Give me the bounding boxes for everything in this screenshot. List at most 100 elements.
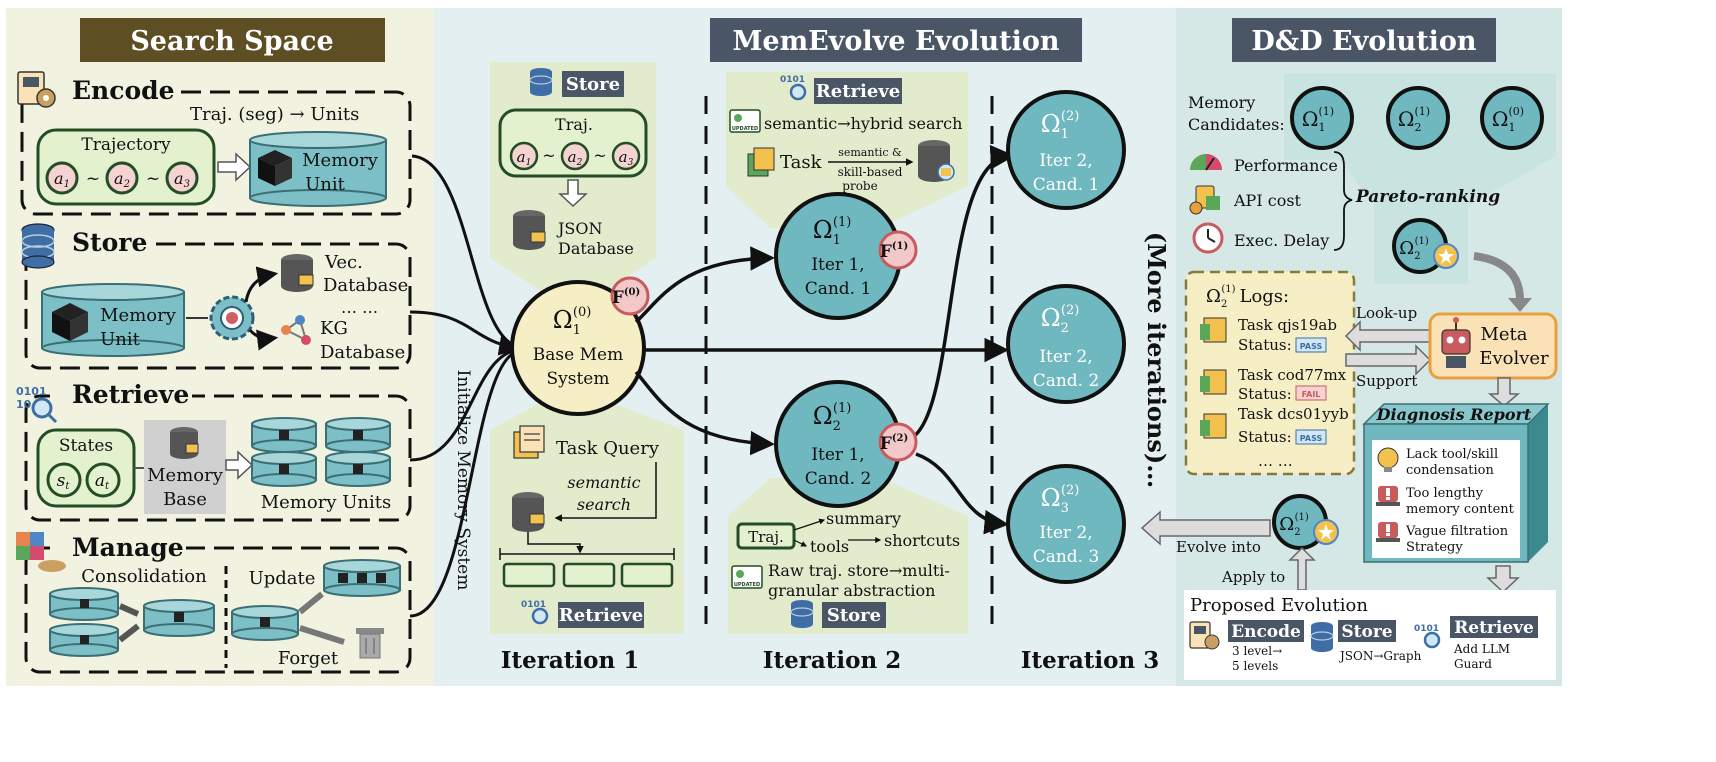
cand3-omega: Ω (1492, 107, 1509, 131)
store-a3-sub: 3 (628, 158, 634, 168)
kg-db-line1: KG (320, 318, 348, 339)
pass-badge-2 (1295, 429, 1327, 445)
proposed-retrieve-desc2: Guard (1454, 657, 1492, 671)
proposed-retrieve-desc1: Add LLM (1453, 642, 1510, 656)
log-task-1-status: Status: (1238, 336, 1292, 354)
candidate-2 (1386, 86, 1450, 150)
i1c1-sup: (1) (833, 215, 851, 230)
svg-text:0101: 0101 (521, 600, 546, 610)
a3-text: a (174, 169, 184, 188)
i1c2-sup: (1) (833, 401, 851, 416)
memory-units-label: Memory Units (261, 492, 391, 513)
consolidation-label: Consolidation (81, 566, 207, 587)
puzzle-handshake-icon (16, 532, 66, 572)
store-panel-2-label: Store (790, 600, 886, 628)
retrieve-2-db-icon (918, 140, 955, 182)
forget-arrow (299, 625, 345, 645)
i2c3-sub: 3 (1061, 501, 1069, 516)
store-traj-label: Traj. (555, 115, 593, 134)
flow-arrows (634, 144, 1015, 535)
diag-3-line1: Vague filtration (1405, 524, 1509, 539)
log-task-2-status: Status: (1238, 385, 1292, 403)
iter2-cand3-node (1006, 464, 1126, 584)
tilde-1: ~ (86, 169, 100, 189)
store-2-db-icon (790, 600, 814, 628)
memevolve-title: MemEvolve Evolution (733, 26, 1060, 57)
cand3-sup: (0) (1509, 105, 1525, 118)
base-omega-sup: (0) (573, 305, 591, 320)
diag-1-line1: Lack tool/skill (1406, 447, 1498, 462)
i1c1-omega: Ω (813, 216, 833, 244)
consolidation-cylinders (49, 587, 215, 657)
clock-icon (1192, 222, 1224, 254)
api-cost-label: API cost (1233, 191, 1302, 210)
store-down-arrow (558, 179, 588, 208)
svg-text:Ω2(1)Logs:: Ω2(1)Logs: (1206, 284, 1289, 310)
star-medal-icon-2 (1313, 519, 1339, 545)
cand2-omega: Ω (1398, 107, 1415, 131)
log-task-3: Task dcs01yyb Status: PASS (1200, 405, 1349, 446)
store-a2-sub: 2 (576, 158, 583, 168)
svg-text:Ω2(1): Ω2(1) (1279, 512, 1309, 538)
states-label: States (59, 436, 113, 456)
i2c2-omega: Ω (1041, 304, 1061, 332)
i1c2-badge-f: F (880, 434, 892, 454)
trash-icon (356, 628, 384, 659)
store-2-line2: granular abstraction (768, 581, 935, 600)
candidate-1 (1290, 86, 1354, 150)
log-task-2: Task cod77mx Status: FAIL (1200, 366, 1347, 403)
store-a1-text: a (517, 148, 526, 166)
diagnosis-to-proposed-arrow (1486, 565, 1520, 594)
store-tilde-2: ~ (593, 146, 606, 165)
to-vec-arrow (244, 266, 279, 303)
proposed-encode-desc1: 3 level→ (1232, 644, 1282, 658)
i2c3-omega: Ω (1041, 484, 1061, 512)
winner-sup: (1) (1415, 236, 1429, 247)
update-cylinder (323, 559, 401, 597)
memory-candidates-line2: Candidates: (1188, 115, 1285, 134)
winner-sub: 2 (1414, 251, 1420, 262)
base-line1: Base Mem (533, 345, 623, 365)
i1c2-badge (878, 422, 918, 462)
a1-text: a (54, 169, 64, 188)
a3-sub: 3 (184, 179, 190, 190)
store-cube-icon (52, 303, 88, 341)
a1-sub: 1 (64, 179, 70, 190)
pareto-label: Pareto-ranking (1355, 187, 1500, 207)
svg-text:10: 10 (16, 398, 32, 411)
lookup-label: Look-up (1356, 304, 1417, 322)
memory-base-line1: Memory (147, 465, 224, 486)
meta-evolver-line1: Meta (1480, 324, 1527, 345)
encode-caption: Traj. (seg) → Units (190, 104, 359, 125)
log-task-3-name: Task dcs01yyb (1238, 405, 1349, 423)
proposed-store-text: Store (1341, 622, 1392, 642)
pareto-to-meta-arrow (1473, 252, 1524, 301)
updated-icon: UPDATED (729, 109, 761, 133)
result-slot-2 (562, 562, 616, 588)
i1c1-badge (878, 230, 918, 270)
i1c1-badge-sup: (1) (892, 241, 908, 252)
base-badge-f: F (612, 288, 624, 308)
state-st (46, 462, 82, 498)
lightbulb-icon (1377, 447, 1399, 472)
action-a2 (105, 161, 139, 195)
iter2-cand2-node (1006, 284, 1126, 404)
pass-badge-1 (1295, 337, 1327, 353)
log-task-1-name: Task qjs19ab (1238, 316, 1337, 334)
result-slot-1 (502, 562, 556, 588)
to-kg-arrow (248, 329, 279, 351)
kg-icon (281, 315, 311, 345)
svg-text:Store: Store (566, 74, 620, 95)
semantic-search-line1: semantic (567, 473, 640, 492)
alert-icon-1 (1376, 486, 1400, 506)
encode-label: Encode (72, 76, 175, 105)
semantic-search-line2: search (577, 495, 631, 514)
dd-title: D&D Evolution (1251, 26, 1477, 57)
winner-omega: Ω (1399, 238, 1414, 259)
action-a3 (165, 161, 199, 195)
i1c1-badge-f: F (880, 242, 892, 262)
encode-block: Encode Traj. (seg) → Units Trajectory a1… (17, 71, 412, 216)
task-icon-2 (747, 147, 775, 177)
retrieve-arrow (225, 450, 254, 480)
state-at (85, 462, 121, 498)
